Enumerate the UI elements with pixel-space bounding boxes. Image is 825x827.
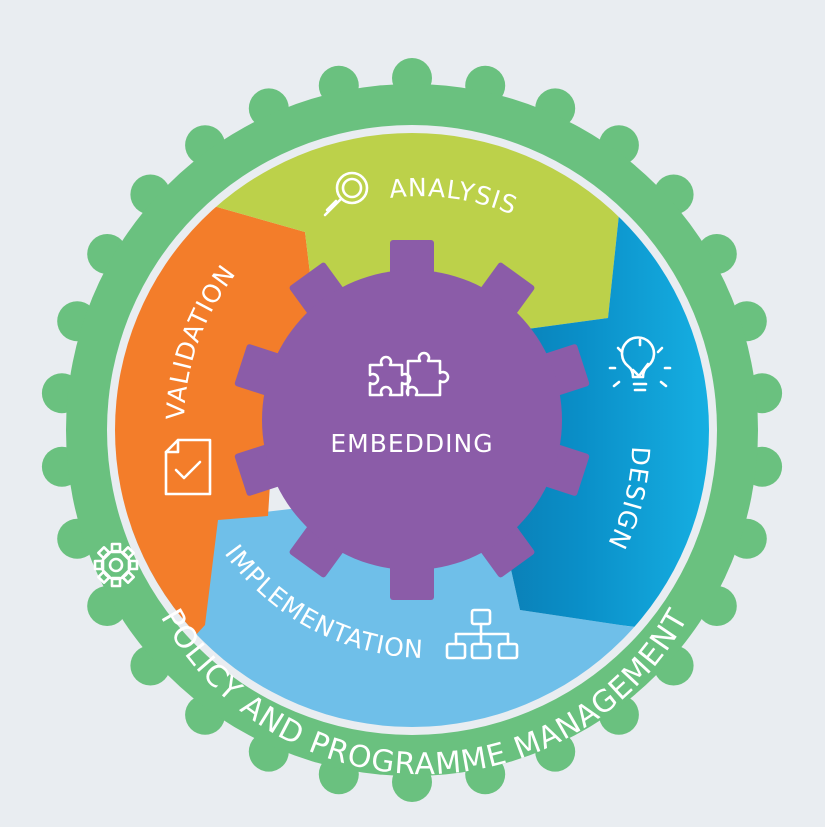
gear-icon [93, 542, 139, 588]
org-chart-icon [445, 608, 519, 660]
puzzle-icon [368, 351, 450, 397]
magnifier-icon [323, 171, 369, 217]
segment-implementation[interactable] [110, 495, 720, 740]
embedding-gear[interactable] [234, 240, 590, 600]
embedding-label: EMBEDDING [330, 429, 493, 458]
document-check-icon [164, 438, 212, 496]
embedding-gear-body [262, 270, 562, 570]
lightbulb-icon [608, 336, 672, 392]
